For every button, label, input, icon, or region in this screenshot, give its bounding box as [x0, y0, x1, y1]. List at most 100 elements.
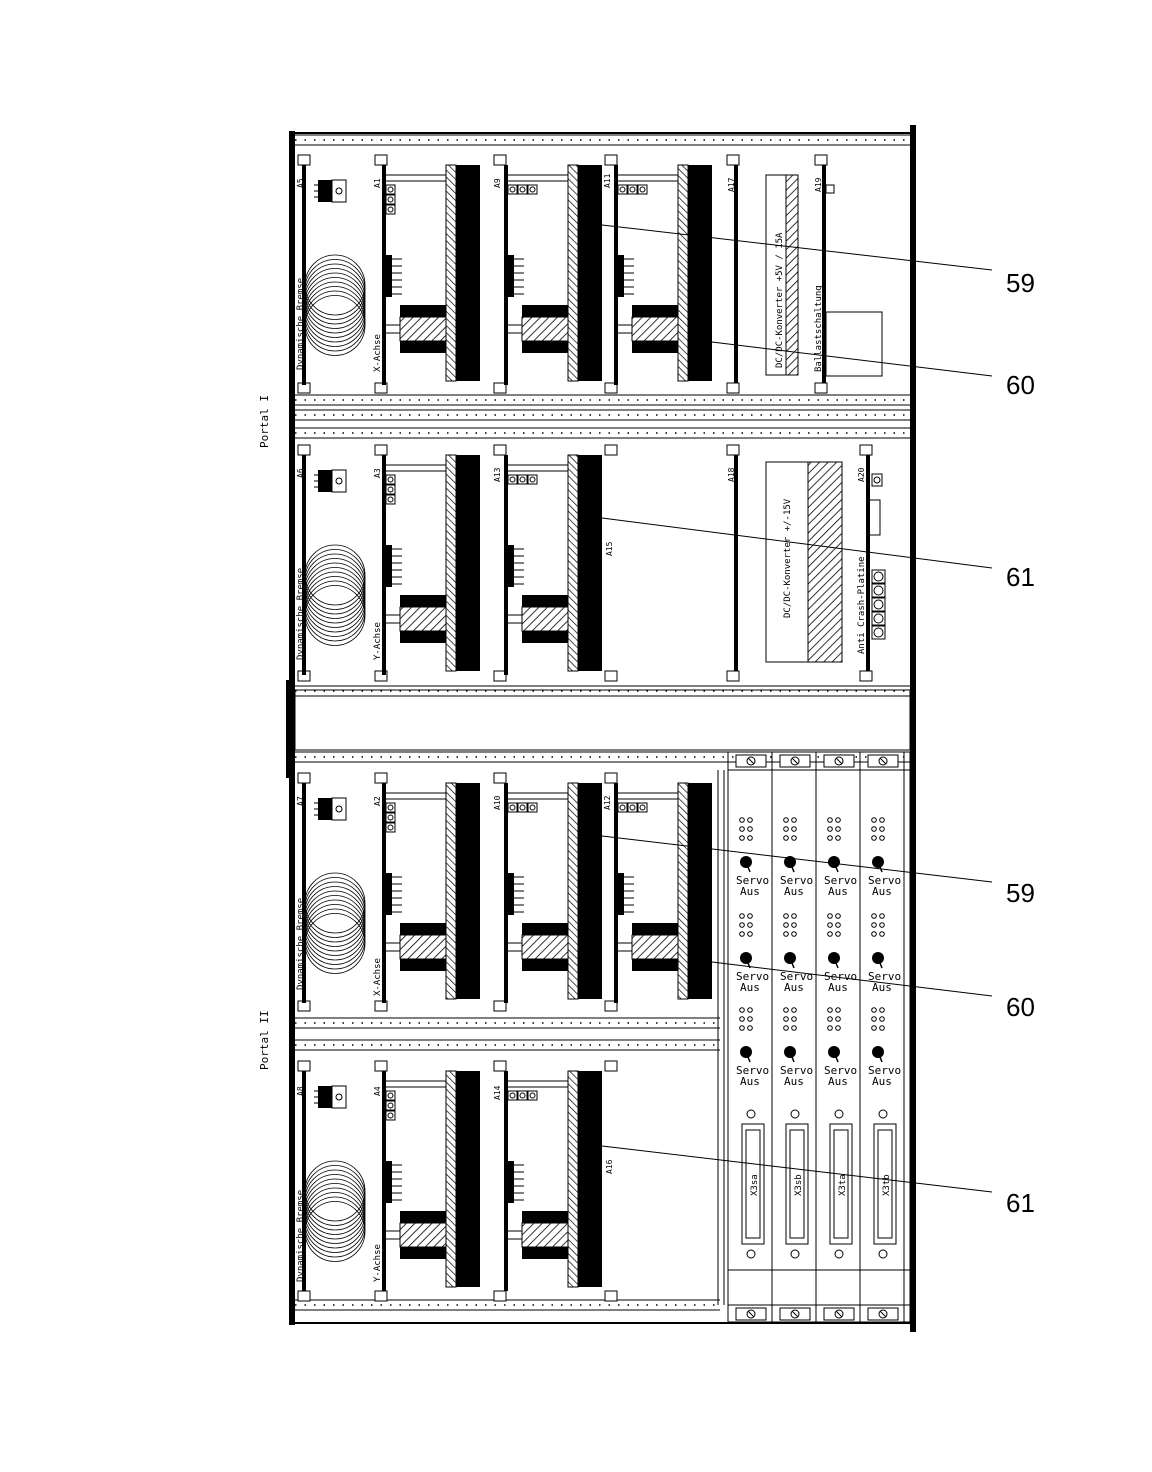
- servo-led: [871, 931, 877, 937]
- led-cell: [527, 474, 538, 485]
- servo-label-text: Aus: [872, 1075, 892, 1088]
- brake-coil-turn: [304, 1201, 366, 1262]
- slot-guide: [604, 670, 618, 682]
- row1-brake-slot: A5: [296, 178, 305, 188]
- brake-card-bar: [302, 783, 306, 1003]
- servo-led: [739, 1007, 745, 1013]
- servo-led: [871, 826, 877, 832]
- heatsink-body: [456, 455, 480, 671]
- axis-card-bar: [382, 165, 386, 385]
- brake-coil-turn: [304, 295, 366, 356]
- led-cell: [385, 184, 396, 195]
- slot-guide: [374, 154, 388, 166]
- row3-brake-slot: A7: [296, 796, 305, 806]
- led-cell: [517, 802, 528, 813]
- slot-guide: [493, 1290, 507, 1302]
- drive-card-bar: [504, 783, 508, 1003]
- led-cell: [507, 802, 518, 813]
- heatsink-body: [688, 783, 712, 999]
- connector-block: [618, 255, 624, 297]
- servo-led: [827, 835, 833, 841]
- led: [387, 1092, 394, 1099]
- servo-led: [871, 817, 877, 823]
- led-cell: [385, 204, 396, 215]
- screw-icon: [878, 756, 888, 766]
- slot-guide: [297, 154, 311, 166]
- servo-connector-label-3: X3ta: [838, 1174, 848, 1196]
- sub-d-connector: [829, 1123, 853, 1245]
- heatsink-edge: [677, 782, 689, 1000]
- capacitor-bottom: [522, 631, 568, 643]
- transistor-hole: [335, 805, 343, 813]
- callout-59-bottom: 59: [1006, 878, 1035, 908]
- screw-icon: [834, 756, 844, 766]
- led: [619, 804, 626, 811]
- transistor-hole: [335, 477, 343, 485]
- servo-led: [879, 835, 885, 841]
- slot-guide: [374, 1290, 388, 1302]
- anticrash-switch-knob: [873, 627, 884, 638]
- servo-led: [871, 913, 877, 919]
- slot-guide: [374, 1060, 388, 1072]
- heatsink-body: [456, 783, 480, 999]
- servo-led: [827, 826, 833, 832]
- servo-led: [739, 1016, 745, 1022]
- heatsink-edge: [445, 1070, 457, 1288]
- heatsink-edge: [567, 454, 579, 672]
- capacitor-hatch: [399, 316, 447, 342]
- screw-slot: [791, 1310, 799, 1318]
- slot-guide: [374, 772, 388, 784]
- servo-led: [835, 826, 841, 832]
- transistor-body: [318, 180, 332, 202]
- callout-61-top: 61: [1006, 562, 1035, 592]
- row2-converter-slot: A18: [727, 467, 736, 482]
- servo-led: [747, 913, 753, 919]
- servo-led: [879, 1025, 885, 1031]
- servo-label-text: Aus: [828, 1075, 848, 1088]
- servo-label-text: Servo: [868, 970, 901, 983]
- led: [509, 1092, 516, 1099]
- row4-card-label: A16: [605, 1159, 614, 1174]
- transistor-tab: [331, 1085, 347, 1109]
- drive-card-bar: [614, 783, 618, 1003]
- slot-guide: [814, 382, 828, 394]
- screw-slot: [835, 757, 843, 765]
- servo-led: [739, 913, 745, 919]
- heatsink-edge: [445, 454, 457, 672]
- servo-led: [827, 817, 833, 823]
- servo-led: [871, 835, 877, 841]
- servo-led: [791, 835, 797, 841]
- slot-guide: [604, 772, 618, 784]
- middle-blank-panel: [294, 689, 911, 751]
- led-cell: [527, 1090, 538, 1101]
- anticrash-card-bar: [866, 455, 870, 671]
- servo-led: [879, 817, 885, 823]
- led-cell: [385, 474, 396, 485]
- led: [387, 486, 394, 493]
- transistor-body: [318, 1086, 332, 1108]
- rack-modules: [302, 164, 886, 1291]
- brake-coil-turn: [304, 913, 366, 974]
- rack-frame: [286, 125, 916, 1332]
- servo-led: [783, 931, 789, 937]
- led: [639, 186, 646, 193]
- servo-led: [835, 913, 841, 919]
- led-cell: [507, 1090, 518, 1101]
- led: [619, 186, 626, 193]
- row1-brake-label: Dynamische Bremse: [296, 278, 306, 370]
- row4-axis-slot: A4: [373, 1086, 382, 1096]
- heatsink-body: [688, 165, 712, 381]
- servo-led: [791, 817, 797, 823]
- slot-guide: [493, 382, 507, 394]
- led-cell: [517, 184, 528, 195]
- capacitor-bottom: [400, 959, 446, 971]
- capacitor-bottom: [632, 959, 678, 971]
- slot-guide: [604, 1000, 618, 1012]
- slot-guide: [493, 670, 507, 682]
- servo-led: [835, 835, 841, 841]
- servo-label-text: Servo: [868, 1064, 901, 1077]
- servo-label-text: Aus: [828, 981, 848, 994]
- led: [387, 1112, 394, 1119]
- servo-knob-pointer: [745, 1051, 751, 1063]
- slot-guide: [726, 154, 740, 166]
